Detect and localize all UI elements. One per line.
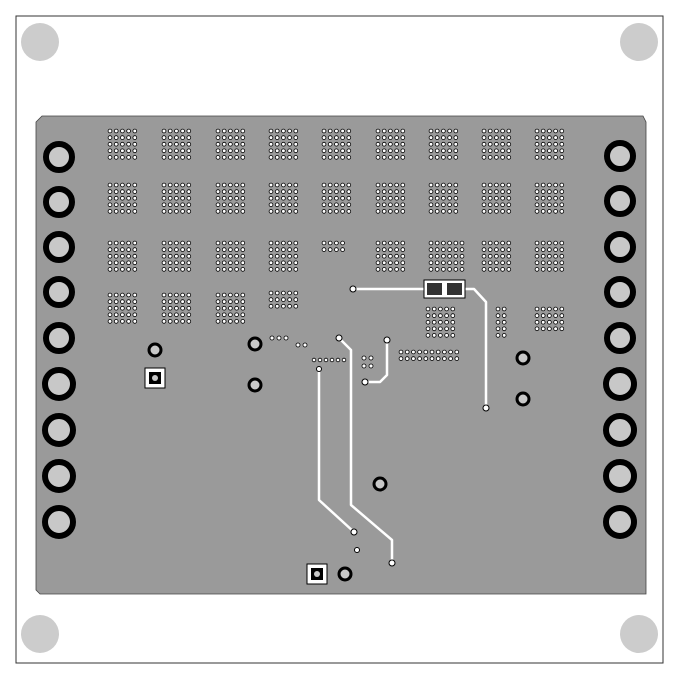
via-array-34 [534,306,565,332]
via-array-21 [215,240,246,272]
pin-left-4 [43,276,75,308]
mounting-holes [21,23,658,653]
via-array-26 [481,240,512,272]
pin-left-6 [42,367,76,401]
via-array-10 [107,182,138,214]
pin-right-2 [604,185,636,217]
pin-left-9 [42,505,76,539]
misc-vias [147,336,531,582]
via-array-9 [534,128,565,160]
ground-pour [35,115,647,595]
via-large-4 [515,350,531,366]
via-array-22 [268,240,299,272]
via-large-1 [147,342,163,358]
via-array-14 [321,182,352,214]
via-array-2 [161,128,192,160]
trace-left-diagonal [317,367,356,534]
connector-right [603,140,637,539]
mounting-hole-bottom-left [21,615,59,653]
mounting-hole-top-right [620,23,658,61]
via-array-25 [428,240,465,272]
small-via-clusters [269,335,374,369]
mounting-hole-top-left [21,23,59,61]
connector-left [42,141,76,539]
pin-right-9 [603,505,637,539]
smd-component [423,279,466,299]
via-large-7 [337,566,353,582]
via-array-18 [534,182,565,214]
trace-small-right [363,338,389,384]
via-array-7 [428,128,459,160]
via-large-2 [247,336,263,352]
via-array-23 [321,240,345,252]
pin-left-2 [43,186,75,218]
via-array-13 [268,182,299,214]
square-pads [144,367,328,585]
via-array-3 [215,128,246,160]
via-array-29 [161,292,192,324]
via-array-30 [215,292,246,324]
via-array-12 [215,182,246,214]
mounting-hole-bottom-right [620,615,658,653]
via-array-33 [495,306,507,338]
via-large-5 [515,391,531,407]
traces [317,287,488,565]
via-array-35 [398,349,460,361]
via-array-24 [375,240,406,272]
trace-middle-long [337,336,394,565]
via-array-5 [321,128,352,160]
via-large-6 [372,476,388,492]
pin-right-6 [603,367,637,401]
pin-right-3 [604,231,636,263]
pin-right-8 [603,459,637,493]
pin-left-7 [42,413,76,447]
via-array-31 [268,290,299,309]
pin-left-8 [42,459,76,493]
via-large-3 [247,377,263,393]
pin-left-1 [43,141,75,173]
via-array-20 [161,240,192,272]
via-array-4 [268,128,299,160]
via-array-1 [107,128,138,160]
pin-right-7 [603,413,637,447]
pin-right-1 [604,140,636,172]
via-array-15 [375,182,406,214]
via-array-28 [107,292,138,324]
via-array-27 [534,240,565,272]
pin-left-5 [43,322,75,354]
via-array-19 [107,240,138,272]
via-array-11 [161,182,192,214]
pin-right-5 [604,322,636,354]
via-array-32 [425,306,456,338]
pin-right-4 [604,276,636,308]
via-array-6 [375,128,406,160]
pin-left-3 [43,231,75,263]
trace-top-horizontal [351,287,488,410]
via-array-16 [428,182,459,214]
smd-pad-left [427,283,442,295]
smd-pad-right [447,283,462,295]
via-grid [107,128,565,361]
via-array-8 [481,128,512,160]
trace-vias [316,285,490,567]
via-array-17 [481,182,512,214]
